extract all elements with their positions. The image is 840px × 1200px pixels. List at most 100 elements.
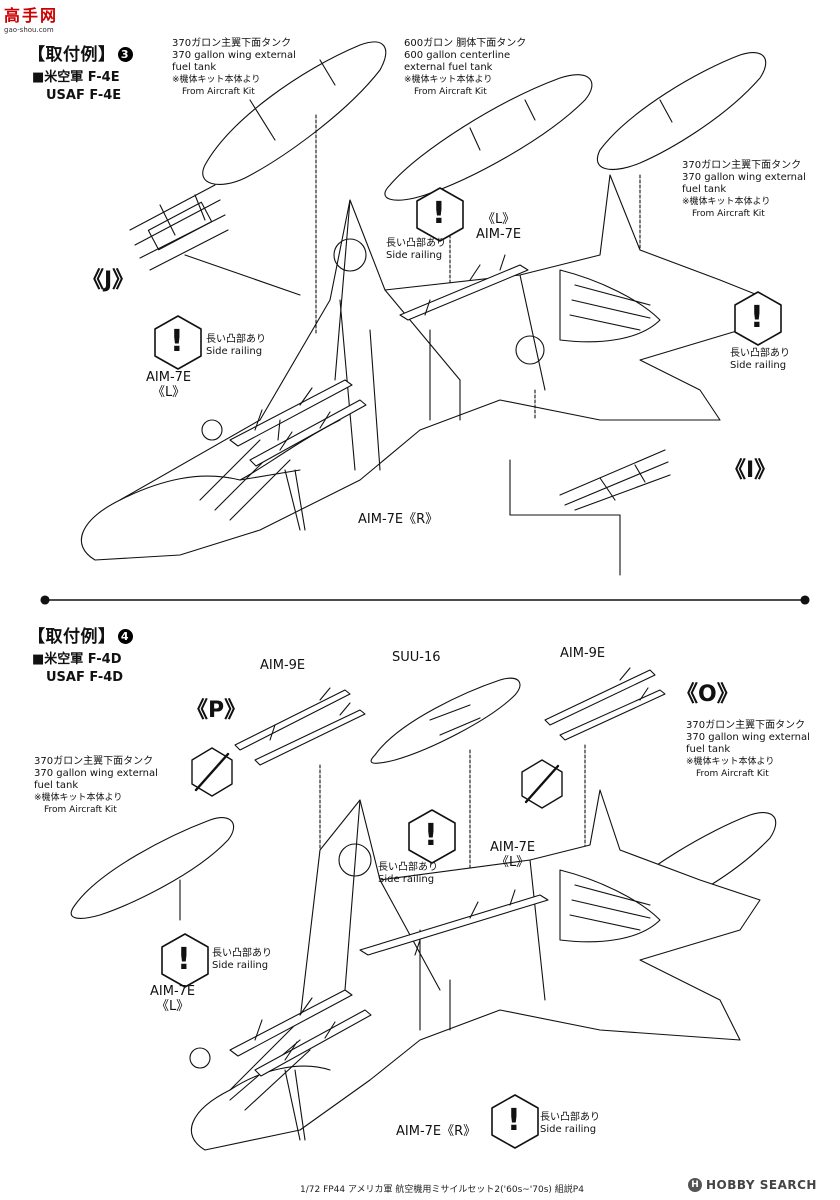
s4-suu16: SUU-16	[392, 650, 441, 665]
s3-side-rail-right: 長い凸部あり Side railing	[730, 348, 790, 372]
ref-j: 《J》	[82, 268, 135, 293]
label-name: AIM-7E	[476, 227, 522, 242]
label-en: 370 gallon wing external	[686, 732, 810, 743]
section3-title-text: 【取付例】	[28, 45, 116, 65]
s3-side-rail-left: 長い凸部あり Side railing	[206, 334, 266, 358]
s3-wing-tank-right-label: 370ガロン主翼下面タンク 370 gallon wing external f…	[682, 160, 806, 220]
label-en: fuel tank	[172, 62, 217, 73]
warning-icon: !	[424, 818, 438, 853]
label-jp: 370ガロン主翼下面タンク	[172, 38, 292, 49]
section-divider	[40, 595, 810, 605]
label-name: AIM-7E	[146, 370, 192, 385]
s4-aim9e-left: AIM-9E	[260, 658, 306, 673]
missile-rack-j-drawing	[129, 184, 301, 296]
s4-wing-tank-right-label: 370ガロン主翼下面タンク 370 gallon wing external f…	[686, 720, 810, 780]
section4-aircraft-en: USAF F-4D	[46, 670, 124, 685]
section4-title: 【取付例】4	[28, 622, 133, 647]
label-jp: 長い凸部あり	[730, 348, 790, 359]
watermark-url: gao-shou.com	[4, 26, 54, 34]
label-name: AIM-7E	[490, 840, 536, 855]
watermark-logo-text: 高手网	[4, 6, 59, 25]
s3-aim7e-l-left: AIM-7E 《L》	[146, 370, 191, 400]
ref-p: 《P》	[186, 698, 247, 723]
label-note-en: From Aircraft Kit	[44, 805, 117, 815]
label-ref: 《L》	[155, 999, 190, 1014]
section4-title-text: 【取付例】	[28, 627, 116, 647]
label-en: fuel tank	[686, 744, 731, 755]
section4-number: 4	[117, 629, 133, 644]
label-ref: 《L》	[151, 385, 186, 400]
label-en: Side railing	[206, 346, 263, 357]
wrong-position-hexes-s4	[191, 747, 563, 809]
s4-aim9e-right: AIM-9E	[560, 646, 606, 661]
label-jp: 600ガロン 胴体下面タンク	[404, 38, 527, 49]
label-jp: 長い凸部あり	[212, 948, 272, 959]
warning-icon: !	[750, 300, 764, 335]
label-note-en: From Aircraft Kit	[182, 87, 255, 97]
ref-i: 《I》	[724, 458, 777, 483]
brand-name: HOBBY SEARCH	[706, 1178, 817, 1192]
label-note-en: From Aircraft Kit	[696, 769, 769, 779]
s3-aim7e-r: AIM-7E《R》	[358, 512, 439, 527]
label-note-en: From Aircraft Kit	[692, 209, 765, 219]
warning-hexes-s4	[161, 809, 539, 1149]
warning-icon: !	[177, 942, 191, 977]
label-note-jp: ※機体キット本体より	[682, 197, 771, 207]
section4-aircraft-jp: ■米空軍 F-4D	[32, 652, 122, 667]
ref-o: 《O》	[676, 682, 739, 707]
label-en: 600 gallon centerline	[404, 50, 511, 61]
s4-aim7e-r: AIM-7E《R》	[396, 1124, 477, 1139]
s4-side-rail-top: 長い凸部あり Side railing	[378, 862, 438, 886]
s4-aim7e-l-left: AIM-7E 《L》	[150, 984, 195, 1014]
label-en: Side railing	[386, 250, 443, 261]
warning-icon: !	[432, 196, 446, 231]
label-en: 370 gallon wing external	[34, 768, 158, 779]
label-en: external fuel tank	[404, 62, 493, 73]
aim7e-missiles-f4d-drawing	[229, 889, 549, 1077]
section3-title: 【取付例】3	[28, 40, 133, 65]
warning-icon: !	[507, 1103, 521, 1138]
label-en: fuel tank	[34, 780, 79, 791]
aim9e-left-drawing	[234, 687, 366, 906]
hobby-search-logo-icon: H	[688, 1178, 702, 1192]
footer-brand: H HOBBY SEARCH	[688, 1178, 817, 1192]
s3-wing-tank-left-label: 370ガロン主翼下面タンク 370 gallon wing external f…	[172, 38, 296, 98]
label-note-jp: ※機体キット本体より	[172, 75, 261, 85]
label-ref: 《L》	[481, 212, 516, 227]
watermark-logo: 高手网 gao-shou.com	[4, 2, 58, 34]
aim7e-missiles-f4e-drawing	[229, 254, 529, 467]
s4-side-rail-bottom: 長い凸部あり Side railing	[540, 1112, 600, 1136]
label-jp: 370ガロン主翼下面タンク	[682, 160, 802, 171]
s4-wing-tank-left-label: 370ガロン主翼下面タンク 370 gallon wing external f…	[34, 756, 158, 816]
label-jp: 370ガロン主翼下面タンク	[34, 756, 154, 767]
label-jp: 長い凸部あり	[386, 238, 446, 249]
warning-icon: !	[170, 324, 184, 359]
s3-aim7e-l-top: 《L》 AIM-7E	[476, 212, 521, 242]
section3-aircraft-jp: ■米空軍 F-4E	[32, 70, 120, 85]
label-en: Side railing	[378, 874, 435, 885]
label-name: AIM-7E	[150, 984, 196, 999]
label-jp: 370ガロン主翼下面タンク	[686, 720, 806, 731]
label-ref: 《L》	[495, 855, 530, 870]
s3-centerline-tank-label: 600ガロン 胴体下面タンク 600 gallon centerline ext…	[404, 38, 526, 98]
s4-side-rail-left: 長い凸部あり Side railing	[212, 948, 272, 972]
s3-side-rail-top: 長い凸部あり Side railing	[386, 238, 446, 262]
label-jp: 長い凸部あり	[378, 862, 438, 873]
f4d-airframe-drawing	[189, 789, 761, 1151]
label-note-jp: ※機体キット本体より	[404, 75, 493, 85]
label-en: Side railing	[212, 960, 269, 971]
warning-hexes-s3	[154, 187, 782, 370]
section3-aircraft-en: USAF F-4E	[46, 88, 122, 103]
wing-tank-left-drawing	[202, 41, 387, 291]
s4-aim7e-l-top: AIM-7E 《L》	[490, 840, 535, 870]
label-note-jp: ※機体キット本体より	[686, 757, 775, 767]
label-en: Side railing	[540, 1124, 597, 1135]
label-en: fuel tank	[682, 184, 727, 195]
label-en: 370 gallon wing external	[172, 50, 296, 61]
footer-caption: 1/72 FP44 アメリカ軍 航空機用ミサイルセット2('60s~'70s) …	[300, 1185, 584, 1195]
label-jp: 長い凸部あり	[540, 1112, 600, 1123]
label-en: 370 gallon wing external	[682, 172, 806, 183]
label-note-en: From Aircraft Kit	[414, 87, 487, 97]
label-note-jp: ※機体キット本体より	[34, 793, 123, 803]
label-en: Side railing	[730, 360, 787, 371]
